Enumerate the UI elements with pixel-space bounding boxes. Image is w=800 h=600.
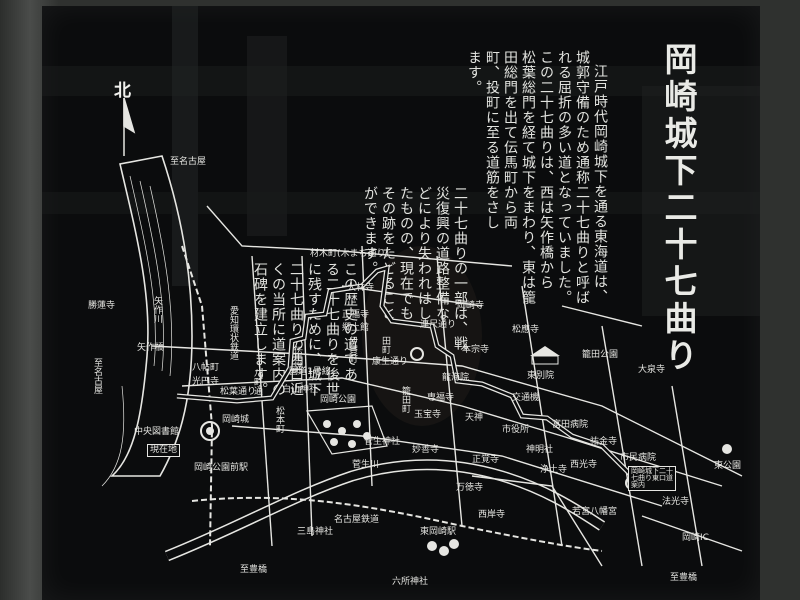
map-label-zaimoku: 材木町(木まち通り) (310, 249, 390, 259)
north-arrow (123, 97, 136, 156)
map-label-shiyakusho: 市役所 (502, 425, 530, 435)
map-label-ryuto: 籠田町 (400, 386, 410, 413)
map-label-myoji: 万徳寺 (456, 483, 484, 493)
map-label-sugao: 菅生神社 (364, 437, 401, 447)
map-label-rensho: 連尺通り (420, 320, 457, 330)
map-label-kaneji: 康生通り (372, 357, 409, 367)
map-label-shinjo: 専福寺 (427, 393, 455, 403)
map-label-kanfuku: 勝蓮寺 (88, 301, 116, 311)
map-label-hachimachi: 八町通 (252, 368, 262, 395)
sign-body-column: 二十七曲りの一部は、戦 (452, 186, 468, 351)
map-label-shin-nagoya: 至名古屋 (170, 157, 207, 167)
map-label-matsuba: 松葉通り (220, 387, 257, 397)
map-label-daisenji: 大泉寺 (638, 365, 666, 375)
map-label-tenjin: 天神 (465, 413, 484, 423)
sign-body-column: くの当所に道案内の (270, 262, 286, 397)
map-label-kannon: 西岸寺 (478, 510, 506, 520)
north-label: 北 (114, 81, 131, 101)
sign-body-column: れる屈折の多い道となっていました。 (556, 50, 572, 305)
map-label-koenji: 光円寺 (192, 377, 220, 387)
map-label-jojuji: 浄土寺 (540, 465, 568, 475)
sign-body-column: この歴史の道であ (342, 262, 358, 382)
map-label-higashi-okazaki: 東岡崎駅 (420, 527, 457, 537)
map-label-kumada: 籠田公園 (582, 350, 619, 360)
map-label-myouzenji: 妙善寺 (412, 445, 440, 455)
map-label-okazaki-sign: 岡崎城下二十七曲り東口道案内 (628, 466, 676, 491)
sign-body-column: に残すために、城下 (306, 262, 322, 397)
map-label-shin-nagoya2: 至名古屋 (92, 358, 102, 394)
aichi-loop-line (181, 245, 214, 547)
map-label-hoko: 法光寺 (662, 497, 690, 507)
map-label-godenji: 郷土館 (342, 323, 370, 333)
sign-body-column: ます。 (466, 50, 482, 95)
map-label-kanda: 神明社 (526, 445, 554, 455)
okazaki-park (306, 405, 388, 455)
map-label-daiiinji: 大林寺 (347, 283, 375, 293)
map-label-okazaki-jo: 岡崎城 (222, 415, 250, 425)
map-label-shin-toyohashi: 至豊橋 (240, 565, 268, 575)
sign-body-column: 石碑を建立します。 (252, 262, 268, 397)
map-label-okazaki-ic: 岡崎IC (682, 533, 709, 543)
map-label-meitetsu: 名古屋鉄道 (334, 515, 380, 525)
map-label-genzaichi: 現在地 (147, 444, 181, 457)
map-label-hoshi-ji: 祐金寺 (590, 437, 618, 447)
sign-body-column: 城郭守備のため通称二十七曲りと呼ば (574, 50, 590, 305)
map-label-rokusho: 六所神社 (392, 577, 429, 587)
map-label-shojinji: 正覚寺 (472, 455, 500, 465)
sign-body-column: 江戸時代岡崎城下を通る東海道は、 (592, 64, 608, 304)
map-label-yahagi-bashi: 矢作橋 (137, 343, 165, 353)
map-label-ryukai: 龍海院 (442, 373, 470, 383)
map-label-denma: 伝馬通 (292, 346, 302, 373)
map-label-yahagi: 矢作川 (152, 296, 162, 323)
map-label-kokudo: 国道1号線 (289, 367, 331, 377)
sign-body-column: たものの、現在でも (398, 186, 414, 321)
sign-body-column: 田総門を出て伝馬町から両 (502, 50, 518, 230)
park-trees (323, 420, 371, 448)
twenty-seven-bends-route (176, 264, 644, 488)
current-location-marker (200, 421, 220, 441)
sign-body-column: この二十七曲りは、西は矢作橋から (538, 50, 554, 290)
map-label-shoeiji: 松應寺 (512, 325, 540, 335)
map-label-wakamiya: 若宮八幡宮 (572, 507, 618, 517)
map-label-shinpuku: 本宗寺 (462, 345, 490, 355)
map-label-mishima: 三島神社 (297, 527, 334, 537)
map-label-aichi-hall: 愛知環状鉄道 (228, 306, 238, 360)
map-label-hachijo: 八帖町 (192, 363, 220, 373)
sign-body-column: 災復興の道路整備な (434, 186, 450, 321)
map-label-ihachi: 伊賀町 (347, 336, 357, 363)
map-label-tawara: 田町 (380, 336, 390, 354)
sign-body-column: 町、投町に至る道筋をさし (484, 50, 500, 230)
map-label-seizanji: 西光寺 (570, 460, 598, 470)
east-betsuin-building (530, 346, 560, 356)
city-map (101, 97, 743, 567)
map-label-shirayama: 白山神社 (282, 385, 319, 395)
map-label-kotsu: 交通機 (512, 393, 540, 403)
yahagi-river (109, 155, 193, 477)
meitetsu-line (191, 496, 603, 552)
sign-body-column: どにより失われはし (416, 186, 432, 321)
map-label-sugao-river: 菅生川 (352, 460, 380, 470)
map-label-shimin-hospital: 市民病院 (620, 453, 657, 463)
map-label-ofuku: 岡崎寺 (457, 301, 485, 311)
map-label-okazaki-koen-eki: 岡崎公園前駅 (194, 463, 249, 473)
map-label-tomita: 富田病院 (552, 420, 589, 430)
map-label-shofukuji: 正福寺 (342, 310, 370, 320)
stone-panel: 岡崎城下二十七曲り 江戸時代岡崎城下を通る東海道は、城郭守備のため通称二十七曲り… (42, 6, 760, 600)
map-label-okazaki-park: 岡崎公園 (320, 395, 357, 405)
map-label-gyokuzoji: 玉宝寺 (414, 410, 442, 420)
rokusho-shrine-trees (427, 539, 459, 556)
map-label-matsumoto: 松本町 (274, 406, 284, 433)
road-grid (151, 205, 743, 567)
map-label-chuo-library: 中央図書館 (134, 427, 180, 437)
map-label-higashikoen: 東公園 (714, 461, 742, 471)
map-label-tobu: 東別院 (527, 371, 555, 381)
map-label-shin-toyohashi2: 至豊橋 (670, 573, 698, 583)
sign-title: 岡崎城下二十七曲り (659, 42, 698, 375)
sign-body-column: 松葉総門を経て城下をまわり、東は籠 (520, 50, 536, 305)
